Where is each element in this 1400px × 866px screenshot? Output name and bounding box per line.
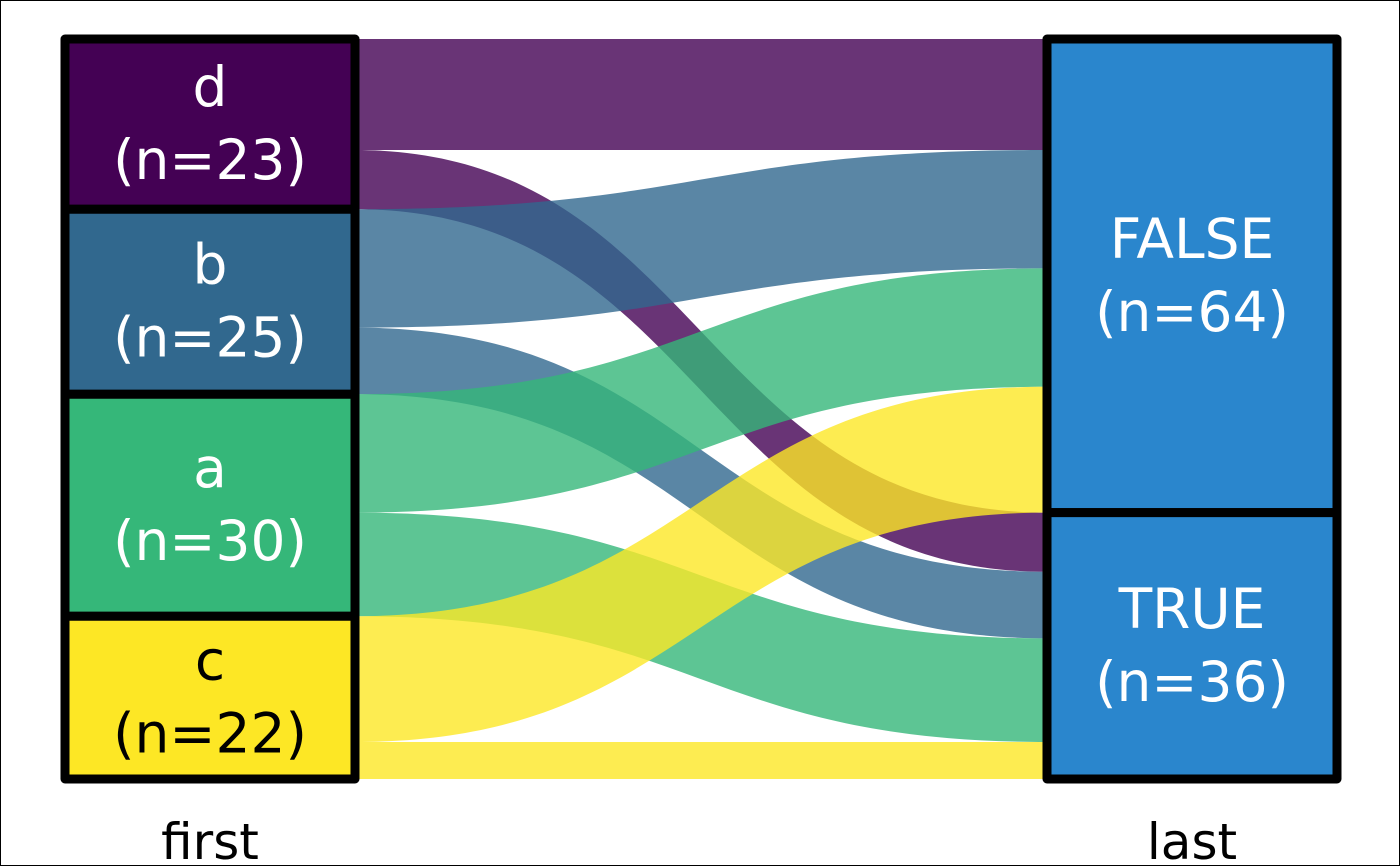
node-count-b: (n=25) bbox=[113, 306, 307, 370]
node-name-b: b bbox=[193, 233, 228, 297]
axis-label-first: first bbox=[161, 813, 259, 865]
node-d: d (n=23) bbox=[60, 34, 360, 214]
node-rect-b bbox=[60, 204, 360, 399]
node-name-TRUE: TRUE bbox=[1118, 577, 1266, 641]
node-count-d: (n=23) bbox=[113, 128, 307, 192]
node-name-a: a bbox=[193, 436, 227, 500]
nodes-layer: d (n=23) b (n=25) a (n=30) c (n=22) FALSE (n=64) T… bbox=[60, 34, 1342, 784]
node-rect-TRUE bbox=[1042, 508, 1342, 784]
flow-b-to-FALSE bbox=[355, 150, 1047, 328]
flow-a-to-FALSE bbox=[355, 268, 1047, 513]
node-c: c (n=22) bbox=[60, 611, 360, 784]
node-name-d: d bbox=[193, 55, 228, 119]
axis-label-last: last bbox=[1147, 813, 1237, 865]
node-name-FALSE: FALSE bbox=[1110, 207, 1275, 271]
node-count-TRUE: (n=36) bbox=[1095, 650, 1289, 714]
node-TRUE: TRUE (n=36) bbox=[1042, 508, 1342, 784]
node-name-c: c bbox=[195, 629, 225, 693]
node-a: a (n=30) bbox=[60, 389, 360, 621]
node-FALSE: FALSE (n=64) bbox=[1042, 34, 1342, 518]
node-count-FALSE: (n=64) bbox=[1095, 280, 1289, 344]
node-rect-d bbox=[60, 34, 360, 214]
node-count-a: (n=30) bbox=[113, 509, 307, 573]
axis-layer: first last bbox=[161, 813, 1237, 865]
node-b: b (n=25) bbox=[60, 204, 360, 399]
flow-c-to-FALSE bbox=[355, 386, 1047, 742]
flows-layer bbox=[355, 39, 1047, 779]
node-count-c: (n=22) bbox=[113, 702, 307, 766]
node-rect-FALSE bbox=[1042, 34, 1342, 518]
node-rect-a bbox=[60, 389, 360, 621]
flow-c-to-TRUE bbox=[355, 742, 1047, 779]
node-rect-c bbox=[60, 611, 360, 784]
flow-d-to-FALSE bbox=[355, 39, 1047, 150]
